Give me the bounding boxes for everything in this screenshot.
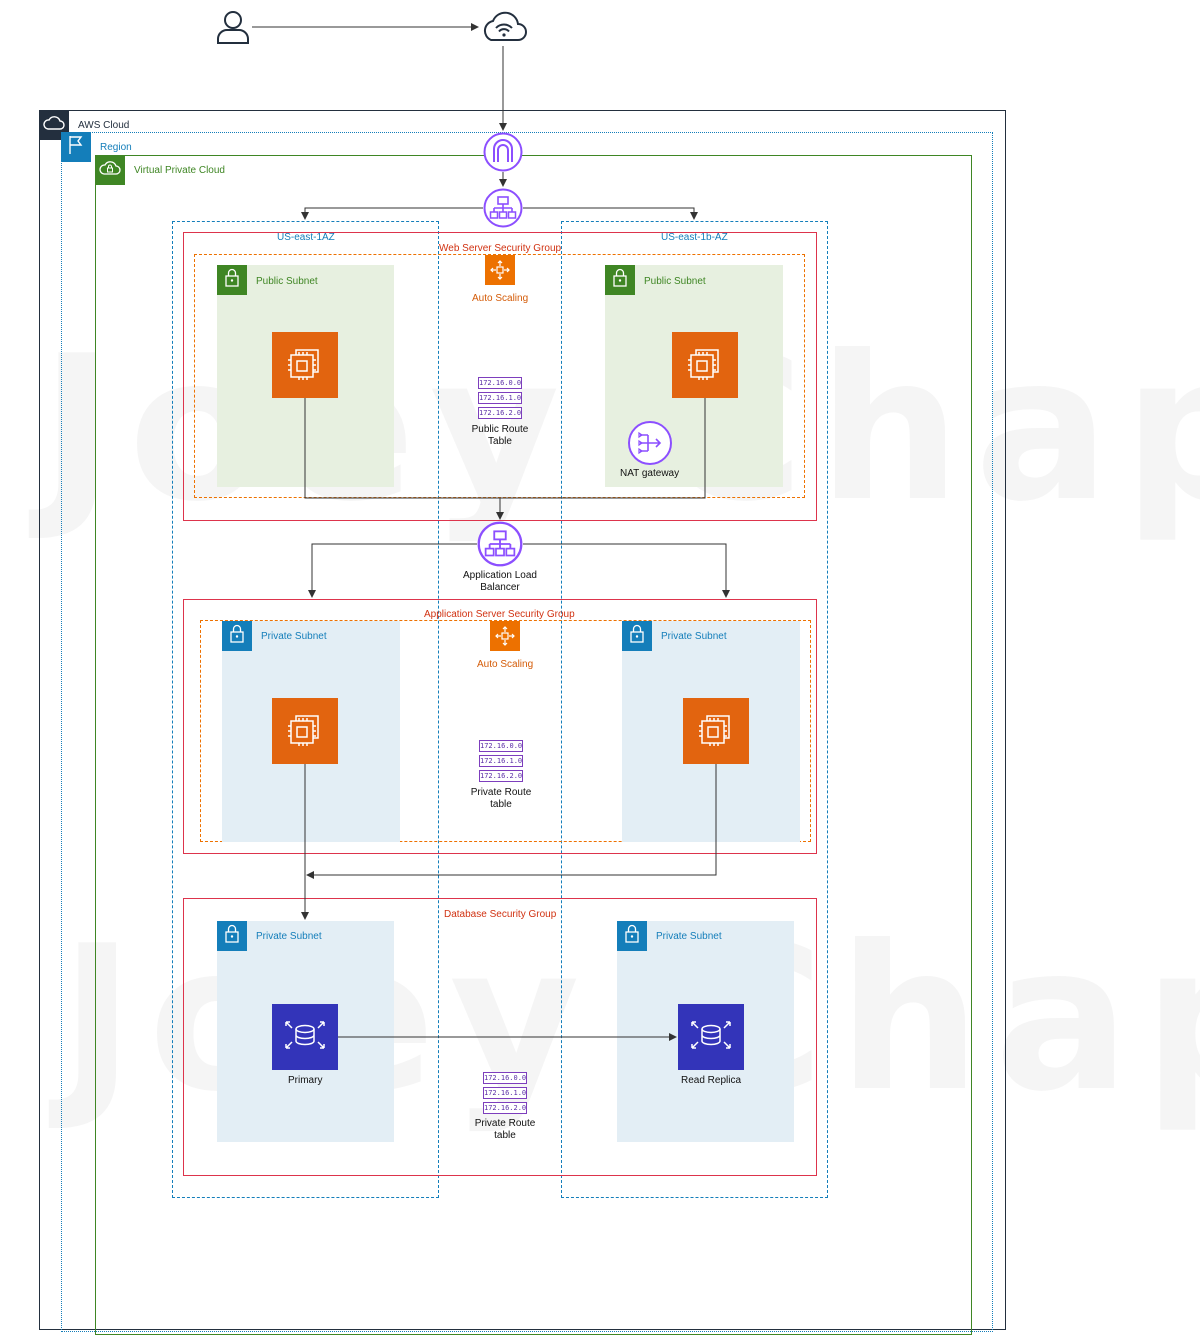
private-subnet-db-left-label: Private Subnet — [256, 931, 322, 942]
route-entry: 172.16.0.0 — [479, 740, 523, 752]
vpc-label: Virtual Private Cloud — [134, 165, 225, 176]
nat-gateway-icon — [628, 421, 672, 465]
route-entry: 172.16.0.0 — [483, 1072, 527, 1084]
aws-cloud-label: AWS Cloud — [78, 120, 130, 131]
private-subnet-app-left-badge — [222, 621, 252, 651]
rds-primary[interactable] — [272, 1004, 338, 1070]
route-entry: 172.16.1.0 — [478, 392, 522, 404]
vpc-cloud-icon — [99, 160, 121, 181]
lock-icon — [224, 924, 240, 949]
web-auto-scaling-label: Auto Scaling — [472, 293, 529, 304]
public-route-table[interactable]: 172.16.0.0 172.16.1.0 172.16.2.0 — [478, 377, 522, 422]
caption-line: table — [494, 1130, 516, 1141]
app-auto-scaling-icon[interactable] — [490, 621, 520, 651]
app-route-table-caption: Private Route table — [461, 787, 541, 811]
rds-read-replica[interactable] — [678, 1004, 744, 1070]
caption-line: Balancer — [480, 582, 520, 593]
lock-icon — [612, 268, 628, 293]
availability-zone-left — [172, 221, 439, 1198]
nat-gateway[interactable] — [627, 420, 673, 466]
private-subnet-app-left-label: Private Subnet — [261, 631, 327, 642]
rds-database-icon — [688, 1012, 734, 1063]
ec2-instance-icon — [694, 707, 738, 756]
public-subnet-left-label: Public Subnet — [256, 276, 318, 287]
public-route-table-caption: Public Route Table — [460, 424, 540, 448]
private-subnet-app-right-badge — [622, 621, 652, 651]
db-private-route-table[interactable]: 172.16.0.0 172.16.1.0 172.16.2.0 — [483, 1072, 527, 1117]
db-route-table-caption: Private Route table — [465, 1118, 545, 1142]
caption-line: Application Load — [463, 570, 537, 581]
flag-icon — [67, 135, 85, 160]
app-security-group-label: Application Server Security Group — [424, 609, 575, 620]
route-entry: 172.16.0.0 — [478, 377, 522, 389]
aws-cloud-icon — [43, 115, 65, 136]
app-ec2-instance-left[interactable] — [272, 698, 338, 764]
rds-database-icon — [282, 1012, 328, 1063]
private-subnet-app-right-label: Private Subnet — [661, 631, 727, 642]
user-icon — [217, 11, 249, 44]
az-left-label: US-east-1AZ — [277, 232, 335, 243]
web-ec2-instance-left[interactable] — [272, 332, 338, 398]
caption-line: Public Route — [471, 424, 529, 435]
ec2-instance-icon — [283, 707, 327, 756]
route-entry: 172.16.2.0 — [479, 770, 523, 782]
region-label: Region — [100, 142, 132, 153]
lock-icon — [629, 624, 645, 649]
az-right-label: US-east-1b-AZ — [661, 232, 728, 243]
load-balancer-icon — [483, 188, 523, 228]
db-security-group-label: Database Security Group — [444, 909, 557, 920]
nat-gateway-label: NAT gateway — [620, 468, 680, 479]
caption-line: table — [490, 799, 512, 810]
region-badge — [61, 132, 91, 162]
route-entry: 172.16.2.0 — [483, 1102, 527, 1114]
app-private-route-table[interactable]: 172.16.0.0 172.16.1.0 172.16.2.0 — [479, 740, 523, 785]
internet-cloud-icon — [483, 11, 527, 41]
public-subnet-left-badge — [217, 265, 247, 295]
db-security-group — [183, 898, 817, 1176]
private-subnet-db-right-label: Private Subnet — [656, 931, 722, 942]
caption-line: Private Route — [474, 1118, 536, 1129]
lock-icon — [624, 924, 640, 949]
public-subnet-right-badge — [605, 265, 635, 295]
vpc-badge — [95, 155, 125, 185]
caption-line: Private Route — [470, 787, 532, 798]
app-ec2-instance-right[interactable] — [683, 698, 749, 764]
ec2-instance-icon — [683, 341, 727, 390]
user[interactable] — [214, 8, 252, 46]
route-entry: 172.16.1.0 — [479, 755, 523, 767]
rds-primary-label: Primary — [288, 1075, 323, 1086]
availability-zone-right — [561, 221, 828, 1198]
application-load-balancer-caption: Application Load Balancer — [450, 570, 550, 594]
internet[interactable] — [480, 6, 528, 46]
private-subnet-db-left-badge — [217, 921, 247, 951]
top-load-balancer[interactable] — [483, 188, 523, 228]
internet-gateway[interactable] — [483, 132, 523, 172]
rds-read-replica-label: Read Replica — [681, 1075, 742, 1086]
route-entry: 172.16.1.0 — [483, 1087, 527, 1099]
web-security-group-label: Web Server Security Group — [439, 243, 562, 254]
app-auto-scaling-label: Auto Scaling — [477, 659, 534, 670]
web-auto-scaling-icon[interactable] — [485, 255, 515, 285]
web-security-group — [183, 232, 817, 521]
private-subnet-db-right-badge — [617, 921, 647, 951]
internet-gateway-icon — [483, 132, 523, 172]
lock-icon — [229, 624, 245, 649]
ec2-instance-icon — [283, 341, 327, 390]
lock-icon — [224, 268, 240, 293]
route-entry: 172.16.2.0 — [478, 407, 522, 419]
load-balancer-icon — [477, 521, 523, 567]
caption-line: Table — [488, 436, 512, 447]
public-subnet-right-label: Public Subnet — [644, 276, 706, 287]
web-ec2-instance-right[interactable] — [672, 332, 738, 398]
application-load-balancer[interactable] — [477, 521, 523, 567]
